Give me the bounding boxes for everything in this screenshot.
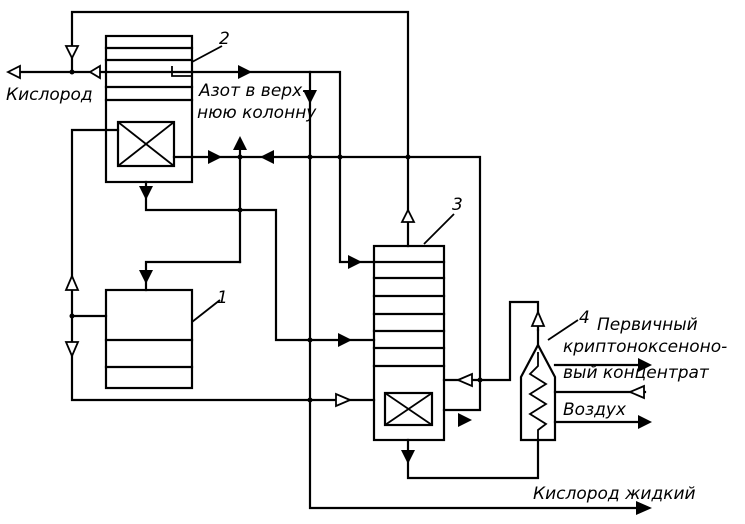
label-concentrate-line2: криптоноксеноно- <box>563 337 727 357</box>
leader-1 <box>191 299 221 323</box>
flow-arrows <box>5 45 652 515</box>
label-nitrogen-line2: нюю колонну <box>197 103 317 123</box>
apparatus-4 <box>519 328 557 442</box>
unit-label-1: 1 <box>217 288 228 308</box>
label-nitrogen-line1: Азот в верх- <box>198 81 308 101</box>
label-concentrate-line3: вый концентрат <box>563 363 710 383</box>
leader-3 <box>423 213 455 245</box>
unit-label-3: 3 <box>452 195 463 215</box>
apparatus-3 <box>372 244 446 442</box>
junctions <box>69 69 483 403</box>
unit-label-2: 2 <box>219 29 230 49</box>
label-concentrate-line1: Первичный <box>597 315 698 335</box>
label-air: Воздух <box>563 400 627 420</box>
apparatus-1 <box>104 288 194 390</box>
heat-exchanger-3 <box>383 391 434 427</box>
label-liquid-oxygen: Кислород жидкий <box>533 484 696 504</box>
heat-exchanger-2 <box>116 120 176 168</box>
unit-label-4: 4 <box>579 308 590 328</box>
label-oxygen-out: Кислород <box>6 85 93 105</box>
leader-2 <box>191 45 223 63</box>
apparatus-2 <box>104 34 194 184</box>
leader-4 <box>547 319 579 341</box>
